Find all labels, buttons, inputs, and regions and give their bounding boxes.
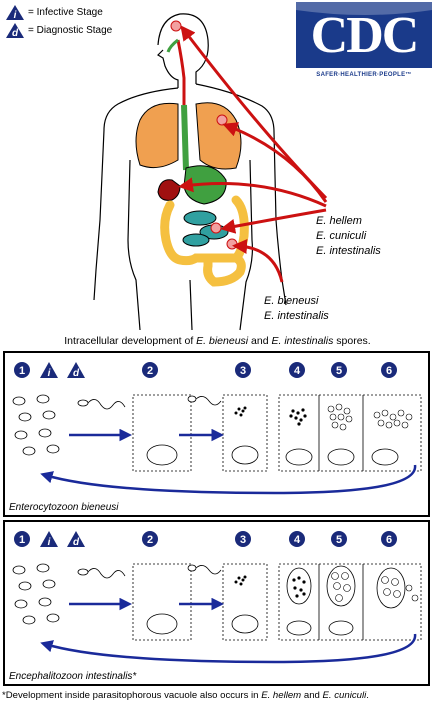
infection-sites [170, 20, 238, 250]
caption-species-bieneusi: E. bieneusi [196, 335, 249, 347]
step-3-label: 3 [240, 365, 246, 377]
host-cell-2 [132, 394, 192, 472]
step-6-label: 6 [386, 534, 392, 546]
step-5-label: 5 [336, 534, 342, 546]
step-2-label: 2 [147, 534, 153, 546]
step-2-circle [142, 531, 158, 547]
spore-cluster [12, 394, 60, 456]
step-2-label: 2 [147, 365, 153, 377]
caption-suffix: spores. [333, 335, 371, 347]
legend-infective: i = Infective Stage [6, 5, 103, 20]
footnote-prefix: *Development inside parasitophorous vacu… [2, 690, 262, 701]
step-markers: 1 i d 2 3 4 5 6 [14, 362, 397, 379]
step-5-circle [331, 362, 347, 378]
spores-6 [373, 409, 413, 429]
panel-arrows [40, 428, 417, 495]
panel-bieneusi-label: Enterocytozoon bieneusi [9, 502, 119, 513]
panel-intestinalis-diagram: 1 i d 2 3 4 5 6 [12, 531, 422, 664]
diagnostic-label: = Diagnostic Stage [28, 25, 113, 36]
caption-species-intestinalis: E. intestinalis [271, 335, 334, 347]
cdc-logo-text: CDC [310, 7, 420, 64]
species-list-upper: E. hellem E. cuniculi E. intestinalis [316, 214, 381, 259]
step-2-circle [142, 362, 158, 378]
badge-i: i [48, 537, 51, 548]
step-markers: 1 i d 2 3 4 5 6 [14, 531, 397, 548]
infective-label: = Infective Stage [28, 7, 103, 18]
host-cell-3 [187, 394, 268, 472]
species-list-lower: E. bieneusi E. intestinalis [264, 294, 329, 324]
diagnostic-badge-icon: d [6, 23, 24, 38]
caption-prefix: Intracellular development of [64, 335, 197, 347]
step-4-circle [289, 531, 305, 547]
panel-arrows [40, 597, 417, 664]
legend-diagnostic: d = Diagnostic Stage [6, 23, 112, 38]
footnote: *Development inside parasitophorous vacu… [2, 690, 433, 701]
germinating-spore [77, 399, 126, 410]
spore-cluster [12, 563, 60, 625]
species-hellem: E. hellem [316, 215, 362, 227]
host-cell-3 [187, 563, 268, 641]
panel-bieneusi-diagram: 1 i d 2 3 4 5 6 [12, 362, 422, 495]
step-1-circle [14, 362, 30, 378]
badge-d: d [73, 537, 80, 548]
step-5-circle [331, 531, 347, 547]
infective-badge-icon [40, 362, 58, 378]
step-6-circle [381, 531, 397, 547]
species-intestinalis-lower: E. intestinalis [264, 310, 329, 322]
step-5-label: 5 [336, 365, 342, 377]
plasmodium-4 [289, 408, 307, 426]
step-6-circle [381, 362, 397, 378]
step-6-label: 6 [386, 365, 392, 377]
diagnostic-badge-icon [67, 531, 85, 547]
infective-badge-icon [40, 531, 58, 547]
dissemination-arrows [178, 25, 328, 283]
step-1-circle [14, 531, 30, 547]
step-4-label: 4 [294, 365, 301, 377]
species-intestinalis-upper: E. intestinalis [316, 245, 381, 257]
human-body-figure [93, 13, 328, 331]
host-cells-4-6 [278, 563, 422, 641]
species-cuniculi: E. cuniculi [316, 230, 367, 242]
cdc-logo: CDC SAFER·HEALTHIER·PEOPLE™ [296, 2, 432, 84]
panel-intestinalis-label: Encephalitozoon intestinalis* [9, 671, 137, 682]
footnote-suffix: . [366, 690, 369, 701]
step-1-label: 1 [19, 365, 25, 377]
step-3-circle [235, 362, 251, 378]
cdc-logo-background-icon [296, 2, 432, 68]
development-caption: Intracellular development of E. bieneusi… [0, 335, 435, 347]
step-3-circle [235, 531, 251, 547]
spores-5 [331, 572, 351, 602]
panel-bieneusi: 1 i d 2 3 4 5 6 [3, 351, 430, 517]
spores-6 [381, 576, 419, 602]
step-1-label: 1 [19, 534, 25, 546]
germinating-spore [77, 568, 126, 579]
footnote-species-hellem: E. hellem [261, 690, 302, 701]
footnote-middle: and [301, 690, 323, 701]
host-cell-2 [132, 563, 192, 641]
infective-letter: i [14, 10, 17, 20]
panel-intestinalis: 1 i d 2 3 4 5 6 [3, 520, 430, 686]
infective-badge-icon: i [6, 5, 24, 20]
lungs [135, 102, 242, 170]
cdc-logo-tagline: SAFER·HEALTHIER·PEOPLE™ [316, 72, 412, 78]
liver [157, 179, 181, 201]
host-cells-4-6 [278, 394, 422, 472]
footnote-species-cuniculi: E. cuniculi [322, 690, 367, 701]
diagnostic-letter: d [12, 28, 19, 38]
badge-d: d [73, 368, 80, 379]
step-4-circle [289, 362, 305, 378]
step-3-label: 3 [240, 534, 246, 546]
badge-i: i [48, 368, 51, 379]
plasmodium-4 [292, 576, 306, 598]
caption-middle: and [248, 335, 272, 347]
step-4-label: 4 [294, 534, 301, 546]
diagnostic-badge-icon [67, 362, 85, 378]
spores-5 [327, 403, 353, 431]
species-bieneusi: E. bieneusi [264, 295, 319, 307]
